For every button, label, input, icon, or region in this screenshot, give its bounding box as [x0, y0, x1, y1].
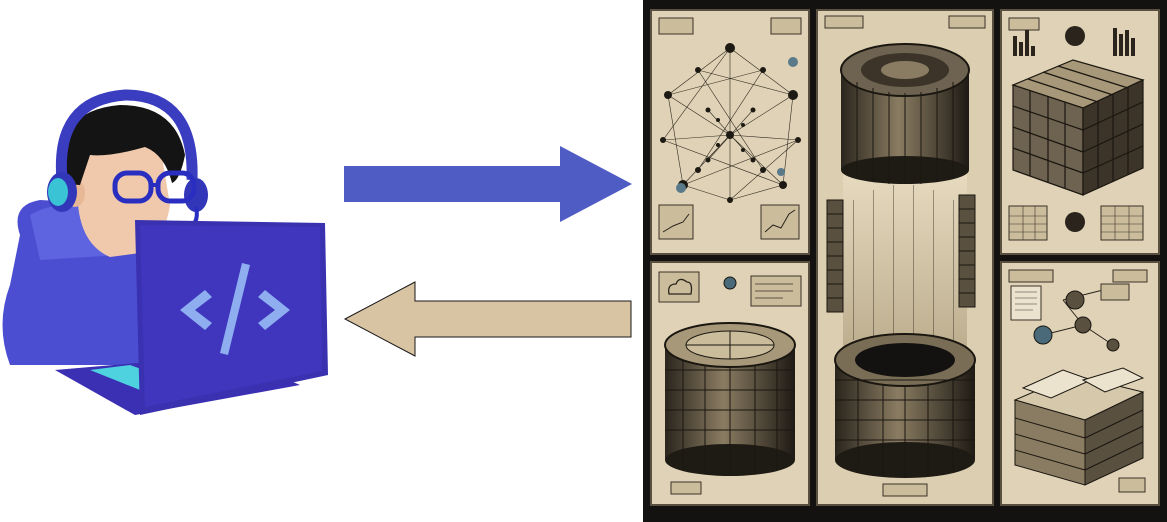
- database-sketch-image: [643, 0, 1167, 522]
- column-store-panel: [816, 9, 994, 506]
- document-store-panel: [1000, 261, 1160, 506]
- data-storage-panel: [643, 0, 1167, 522]
- developer-with-laptop-icon: [2, 89, 328, 415]
- developer-illustration: [0, 85, 330, 415]
- cloud-storage-panel: [650, 261, 810, 506]
- cube-icon: [1011, 59, 1145, 196]
- document-stack-icon: [1013, 367, 1145, 486]
- cloud-icon: [668, 278, 693, 295]
- cube-panel: [1000, 9, 1160, 255]
- response-arrow: [343, 281, 633, 357]
- request-arrow: [344, 146, 632, 222]
- graph-database-panel: [650, 9, 810, 255]
- cylinder-icon: [840, 43, 970, 184]
